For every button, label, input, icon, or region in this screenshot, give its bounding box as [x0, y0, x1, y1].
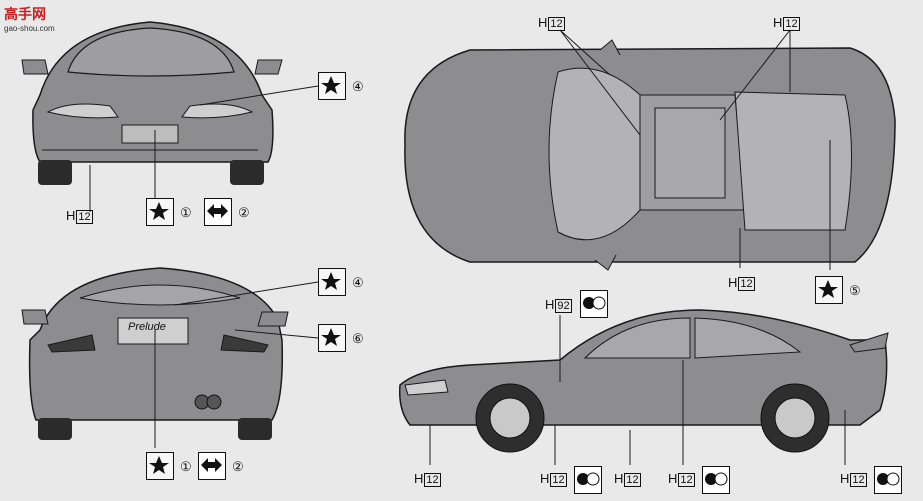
- leader-lines: [89, 29, 846, 465]
- top-num-5: ⑤: [849, 283, 861, 298]
- watermark-sub: gao-shou.com: [4, 24, 55, 33]
- top-view: [404, 39, 896, 271]
- rear-star-box: [146, 452, 174, 480]
- front-num-2: ②: [238, 205, 250, 220]
- front-star-box: [146, 198, 174, 226]
- side-dots-box-top: [580, 290, 608, 318]
- front-arrow-box: [204, 198, 232, 226]
- rear-star-6-box: [318, 324, 346, 352]
- front-star-4-box: [318, 72, 346, 100]
- site-watermark: 高手网 gao-shou.com: [4, 4, 55, 33]
- rear-num-6: ⑥: [352, 331, 364, 346]
- side-dots-box-e: [874, 466, 902, 494]
- rear-num-1: ①: [180, 459, 192, 474]
- top-star-5-box: [815, 276, 843, 304]
- rear-num-4: ④: [352, 275, 364, 290]
- watermark-text: 高手网: [4, 6, 46, 22]
- side-dots-box-b: [574, 466, 602, 494]
- side-view: [398, 309, 889, 453]
- front-view: [21, 21, 283, 185]
- rear-plate-text: Prelude: [128, 321, 166, 333]
- rear-arrow-box: [198, 452, 226, 480]
- rear-view: [21, 267, 289, 440]
- rear-num-2: ②: [232, 459, 244, 474]
- rear-star-4-box: [318, 268, 346, 296]
- front-num-4: ④: [352, 79, 364, 94]
- side-dots-box-d: [702, 466, 730, 494]
- front-num-1: ①: [180, 205, 192, 220]
